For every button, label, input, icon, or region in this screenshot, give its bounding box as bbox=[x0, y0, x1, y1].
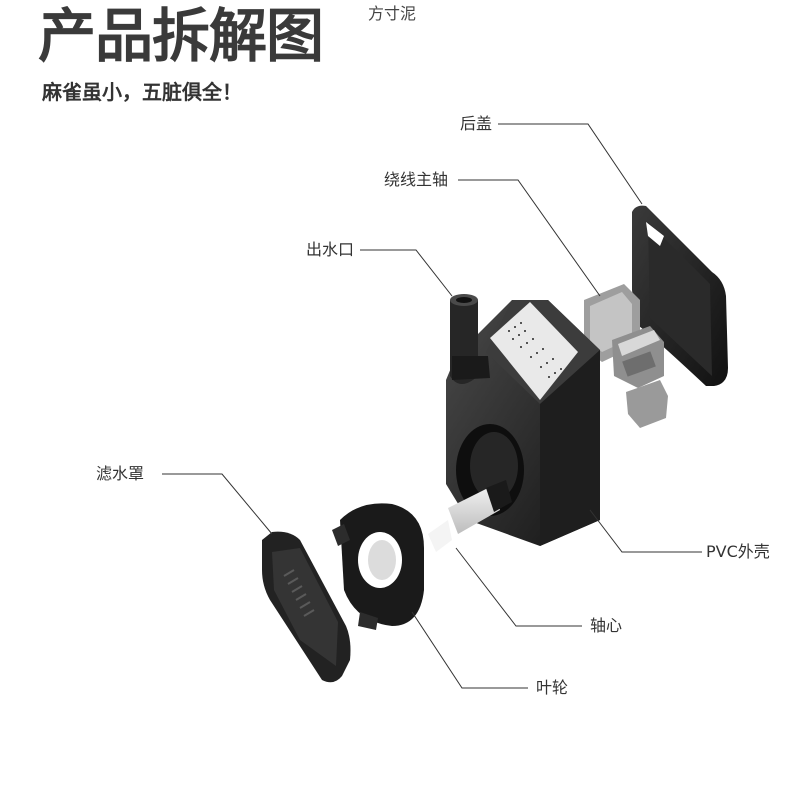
leader-filter-cover bbox=[162, 473, 273, 535]
impeller-part bbox=[332, 503, 424, 630]
shaft-core-part bbox=[428, 480, 512, 552]
label-filter-cover: 滤水罩 bbox=[96, 464, 145, 483]
leader-winding-shaft bbox=[458, 179, 601, 297]
label-pvc-shell: PVC外壳 bbox=[706, 542, 770, 561]
label-winding-shaft: 绕线主轴 bbox=[384, 170, 449, 189]
leader-lines bbox=[162, 123, 702, 689]
page-subtitle: 麻雀虽小，五脏俱全！ bbox=[42, 80, 242, 104]
label-water-outlet: 出水口 bbox=[306, 240, 355, 259]
winding-shaft-part bbox=[584, 284, 668, 428]
page-title: 产品拆解图 bbox=[38, 2, 324, 70]
label-shaft-core: 轴心 bbox=[590, 616, 623, 635]
leader-pvc-shell bbox=[589, 509, 702, 553]
leader-impeller bbox=[411, 611, 528, 689]
leader-rear-cover bbox=[498, 123, 643, 205]
water-outlet-part bbox=[450, 294, 490, 384]
watermark-text: 方寸泥 bbox=[368, 4, 417, 23]
leader-water-outlet bbox=[360, 249, 453, 297]
pvc-shell-part bbox=[446, 300, 600, 546]
label-rear-cover: 后盖 bbox=[460, 114, 493, 133]
label-impeller: 叶轮 bbox=[536, 678, 569, 697]
filter-cover-part bbox=[262, 531, 351, 683]
leader-shaft-core bbox=[455, 547, 582, 627]
rear-cover-part bbox=[632, 205, 728, 386]
